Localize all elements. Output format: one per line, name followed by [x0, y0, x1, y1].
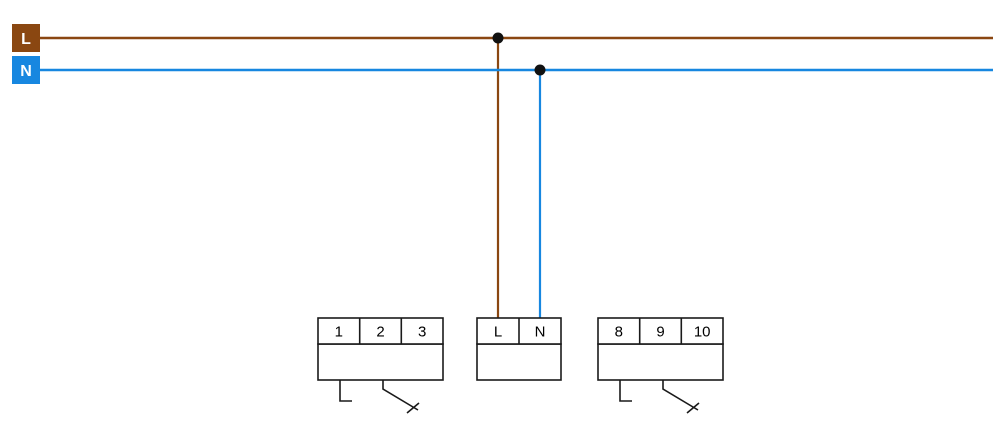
live-junction-dot: [492, 32, 504, 44]
terminal-N-label: N: [535, 324, 546, 341]
contact-tick-symbol: [686, 402, 700, 414]
contact-blade-symbol: [662, 380, 699, 411]
block-body: [597, 343, 724, 381]
live-bus-tag-box: [12, 24, 40, 52]
terminal-8-label: 8: [615, 324, 623, 341]
neutral-bus-tag-label: N: [20, 63, 32, 80]
contact-common-symbol: [339, 380, 352, 402]
terminal-3-label: 3: [418, 324, 426, 341]
contact-blade-symbol: [382, 380, 419, 411]
terminal-block-left: 1 2 3: [317, 317, 444, 414]
terminal-10-label: 10: [694, 324, 711, 341]
terminal-block-right: 8 9 10: [597, 317, 724, 414]
neutral-junction-dot: [534, 64, 546, 76]
terminal-1-label: 1: [335, 324, 343, 341]
terminal-row: [317, 317, 444, 345]
neutral-bus-tag-box: [12, 56, 40, 84]
terminal-2-label: 2: [376, 324, 384, 341]
neutral-bus: N: [12, 56, 993, 318]
block-body: [476, 343, 562, 381]
block-body: [317, 343, 444, 381]
live-bus: L: [12, 24, 993, 318]
contact-common-symbol: [619, 380, 632, 402]
terminal-row: [597, 317, 724, 345]
live-bus-tag-label: L: [21, 31, 31, 48]
terminal-9-label: 9: [656, 324, 664, 341]
terminal-L-label: L: [494, 324, 502, 341]
contact-tick-symbol: [406, 402, 420, 414]
terminal-block-power: L N: [476, 317, 562, 381]
